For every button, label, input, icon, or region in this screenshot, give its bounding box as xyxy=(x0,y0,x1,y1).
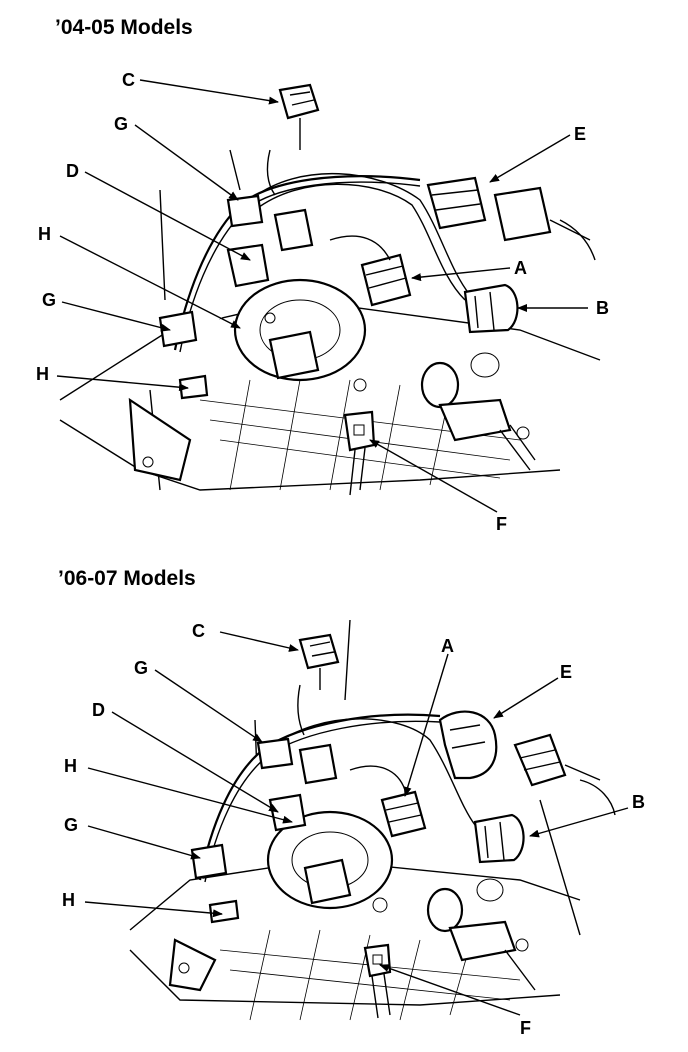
callout-label-c: C xyxy=(192,621,205,641)
connector-b xyxy=(463,283,519,334)
callout-label-g-lower: G xyxy=(64,815,78,835)
connector-e xyxy=(438,710,498,780)
rear-mount xyxy=(420,352,536,471)
callout-label-g-upper: G xyxy=(114,114,128,134)
callout-label-d: D xyxy=(92,700,105,720)
callout-label-a: A xyxy=(441,636,454,656)
callout-label-h-lower: H xyxy=(62,890,75,910)
connector-b-socket xyxy=(513,733,601,787)
callout-label-c: C xyxy=(122,70,135,90)
callout-label-h-lower: H xyxy=(36,364,49,384)
connector-b xyxy=(473,813,525,864)
callout-label-a: A xyxy=(514,258,527,278)
wire-harness xyxy=(198,684,616,883)
rear-mount xyxy=(426,878,536,991)
leader-arrows-bottom xyxy=(84,631,629,1016)
callout-label-g-upper: G xyxy=(134,658,148,678)
callout-label-b: B xyxy=(632,792,645,812)
callout-label-f: F xyxy=(520,1018,531,1038)
connector-a xyxy=(380,790,427,838)
callout-label-g-lower: G xyxy=(42,290,56,310)
bracket-f xyxy=(343,410,376,496)
callout-label-h-upper: H xyxy=(64,756,77,776)
callout-label-e: E xyxy=(574,124,586,144)
sensor-body xyxy=(266,743,406,913)
connector-e xyxy=(426,176,591,242)
sensor-body xyxy=(233,208,391,392)
leader-arrows-top xyxy=(56,79,588,513)
diagram-2004-2005: C G D H G H E A B F xyxy=(36,70,609,534)
callout-label-e: E xyxy=(560,662,572,682)
diagram-2006-2007: C G D H G H A E B F xyxy=(62,619,645,1038)
callout-label-h-upper: H xyxy=(38,224,51,244)
bracket-f xyxy=(363,943,392,1019)
connector-c xyxy=(298,633,340,690)
callout-label-f: F xyxy=(496,514,507,534)
harness-clamps xyxy=(158,194,270,400)
callout-label-b: B xyxy=(596,298,609,318)
callout-label-d: D xyxy=(66,161,79,181)
connector-c xyxy=(278,83,320,150)
frame-rail xyxy=(129,619,581,1021)
diagram-title-2004-2005: ’04-05 Models xyxy=(55,16,193,39)
diagram-title-2006-2007: ’06-07 Models xyxy=(58,567,196,590)
connector-a xyxy=(360,253,412,307)
